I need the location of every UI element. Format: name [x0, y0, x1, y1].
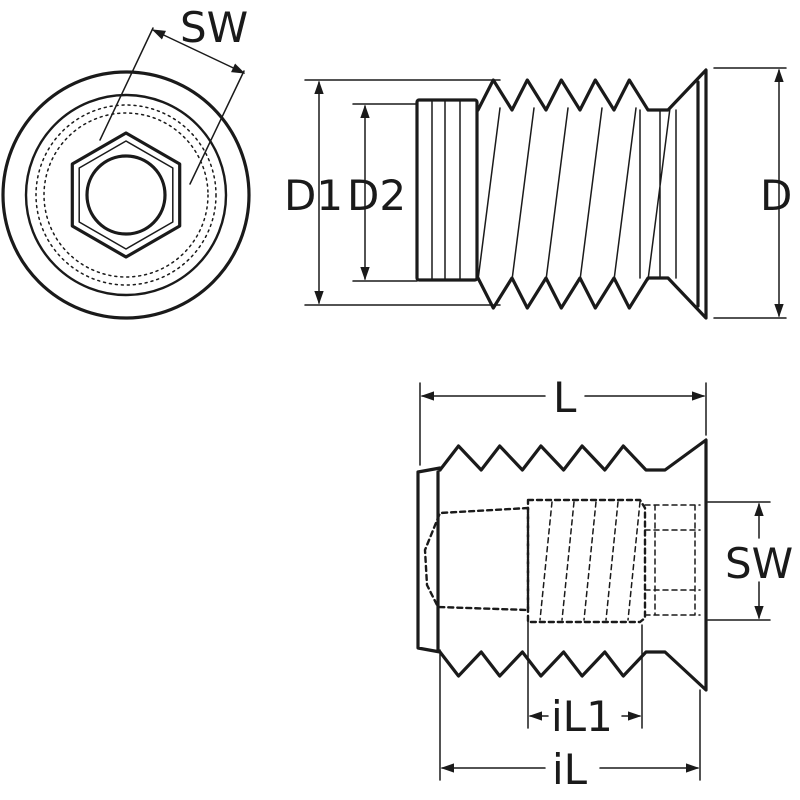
il1-label: iL1: [551, 692, 613, 741]
sw-top-extension-line-right: [189, 70, 245, 185]
hex-socket-outline: [70, 131, 182, 259]
d2-label: D2: [347, 171, 406, 220]
hidden-pilot-bore: [423, 506, 530, 612]
l-label: L: [553, 373, 577, 422]
end-view-dotted-ring-outer: [35, 104, 217, 286]
side-view-body-outline: [476, 68, 708, 320]
end-view-outer-circle: [1, 70, 251, 320]
il-label: iL: [552, 745, 588, 794]
d-label: D: [760, 171, 792, 220]
end-view-dotted-ring-inner: [43, 112, 209, 278]
hidden-internal-thread-lines: [539, 501, 641, 621]
side-view: D1 D2 D: [284, 67, 792, 320]
hex-socket-inner-outline: [78, 140, 174, 250]
hidden-hex-socket: [644, 504, 701, 616]
sw-side-label: SW: [725, 539, 793, 588]
sw-top-dimension-line: [151, 29, 246, 74]
bore-circle: [85, 154, 167, 236]
sw-top-extension-line-left: [99, 27, 154, 141]
end-view-inner-circle: [24, 93, 228, 297]
side-view-pilot-section: [415, 98, 479, 282]
side-view-thread-helix-lines: [477, 107, 677, 281]
section-view-body-outline: [416, 438, 708, 692]
d1-label: D1: [284, 171, 343, 220]
section-view: L SW iL1 iL: [416, 373, 793, 794]
end-view: SW: [1, 3, 251, 320]
sw-top-label: SW: [180, 3, 248, 52]
